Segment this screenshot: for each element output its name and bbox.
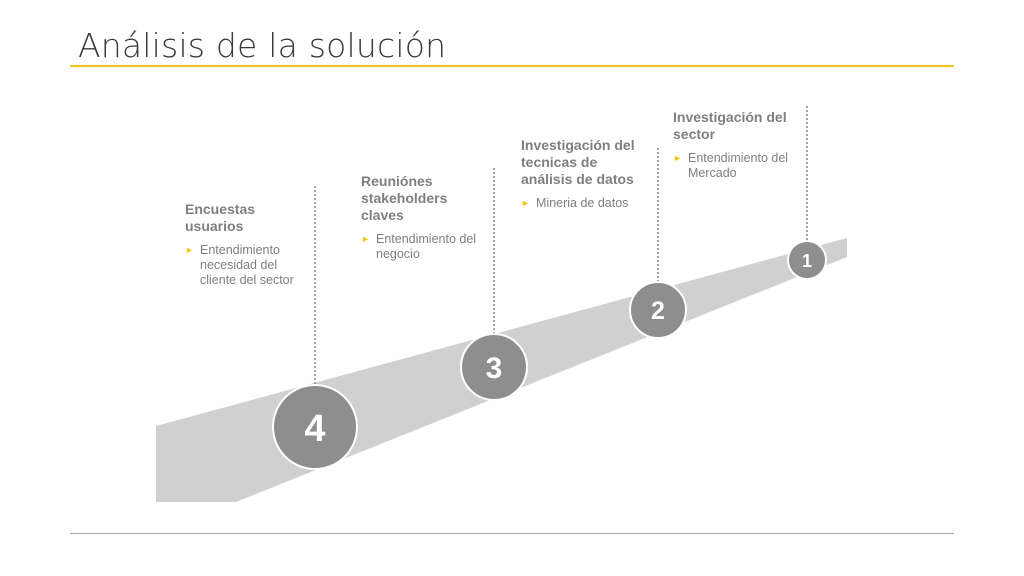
triangle-bullet-icon: ► — [673, 153, 682, 163]
step-4-title: Encuestas usuarios — [185, 201, 256, 234]
step-4-bullet-text: Entendimiento necesidad del cliente del … — [200, 243, 294, 287]
step-2-number: 2 — [651, 297, 665, 325]
step-4-bullet: ► Entendimiento necesidad del cliente de… — [185, 243, 305, 288]
title-underline — [70, 65, 954, 67]
step-4-number: 4 — [304, 408, 325, 450]
triangle-bullet-icon: ► — [361, 234, 370, 244]
step-3-circle — [460, 333, 528, 401]
step-1-bullet: ► Entendimiento del Mercado — [673, 151, 801, 181]
triangle-bullet-icon: ► — [185, 245, 194, 255]
step-3-number: 3 — [486, 352, 503, 385]
step-3-bullet: ► Entendimiento del negocio — [361, 232, 486, 262]
step-2-marker: 2 — [629, 281, 687, 339]
step-2-bullet-text: Mineria de datos — [536, 196, 629, 210]
step-4-marker: 4 — [272, 384, 358, 470]
step-1-title: Investigación del sector — [673, 109, 787, 142]
step-4-circle — [272, 384, 358, 470]
triangle-bullet-icon: ► — [521, 198, 530, 208]
step-2-title: Investigación del tecnicas de análisis d… — [521, 137, 635, 187]
step-2-text: Investigación del tecnicas de análisis d… — [521, 137, 651, 211]
step-1-text: Investigación del sector ► Entendimiento… — [673, 109, 801, 181]
step-1-marker: 1 — [787, 240, 827, 280]
step-2-bullet: ► Mineria de datos — [521, 196, 651, 211]
step-1-circle — [787, 240, 827, 280]
step-3-title: Reuniónes stakeholders claves — [361, 173, 448, 223]
footer-divider — [70, 533, 954, 534]
step-2-circle — [629, 281, 687, 339]
step-3-bullet-text: Entendimiento del negocio — [376, 232, 477, 261]
step-3-text: Reuniónes stakeholders claves ► Entendim… — [361, 173, 486, 262]
step-4-text: Encuestas usuarios ► Entendimiento neces… — [185, 201, 305, 288]
slide-title: Análisis de la solución — [78, 26, 447, 65]
step-3-marker: 3 — [460, 333, 528, 401]
step-1-bullet-text: Entendimiento del Mercado — [688, 151, 789, 180]
step-1-number: 1 — [802, 251, 812, 271]
